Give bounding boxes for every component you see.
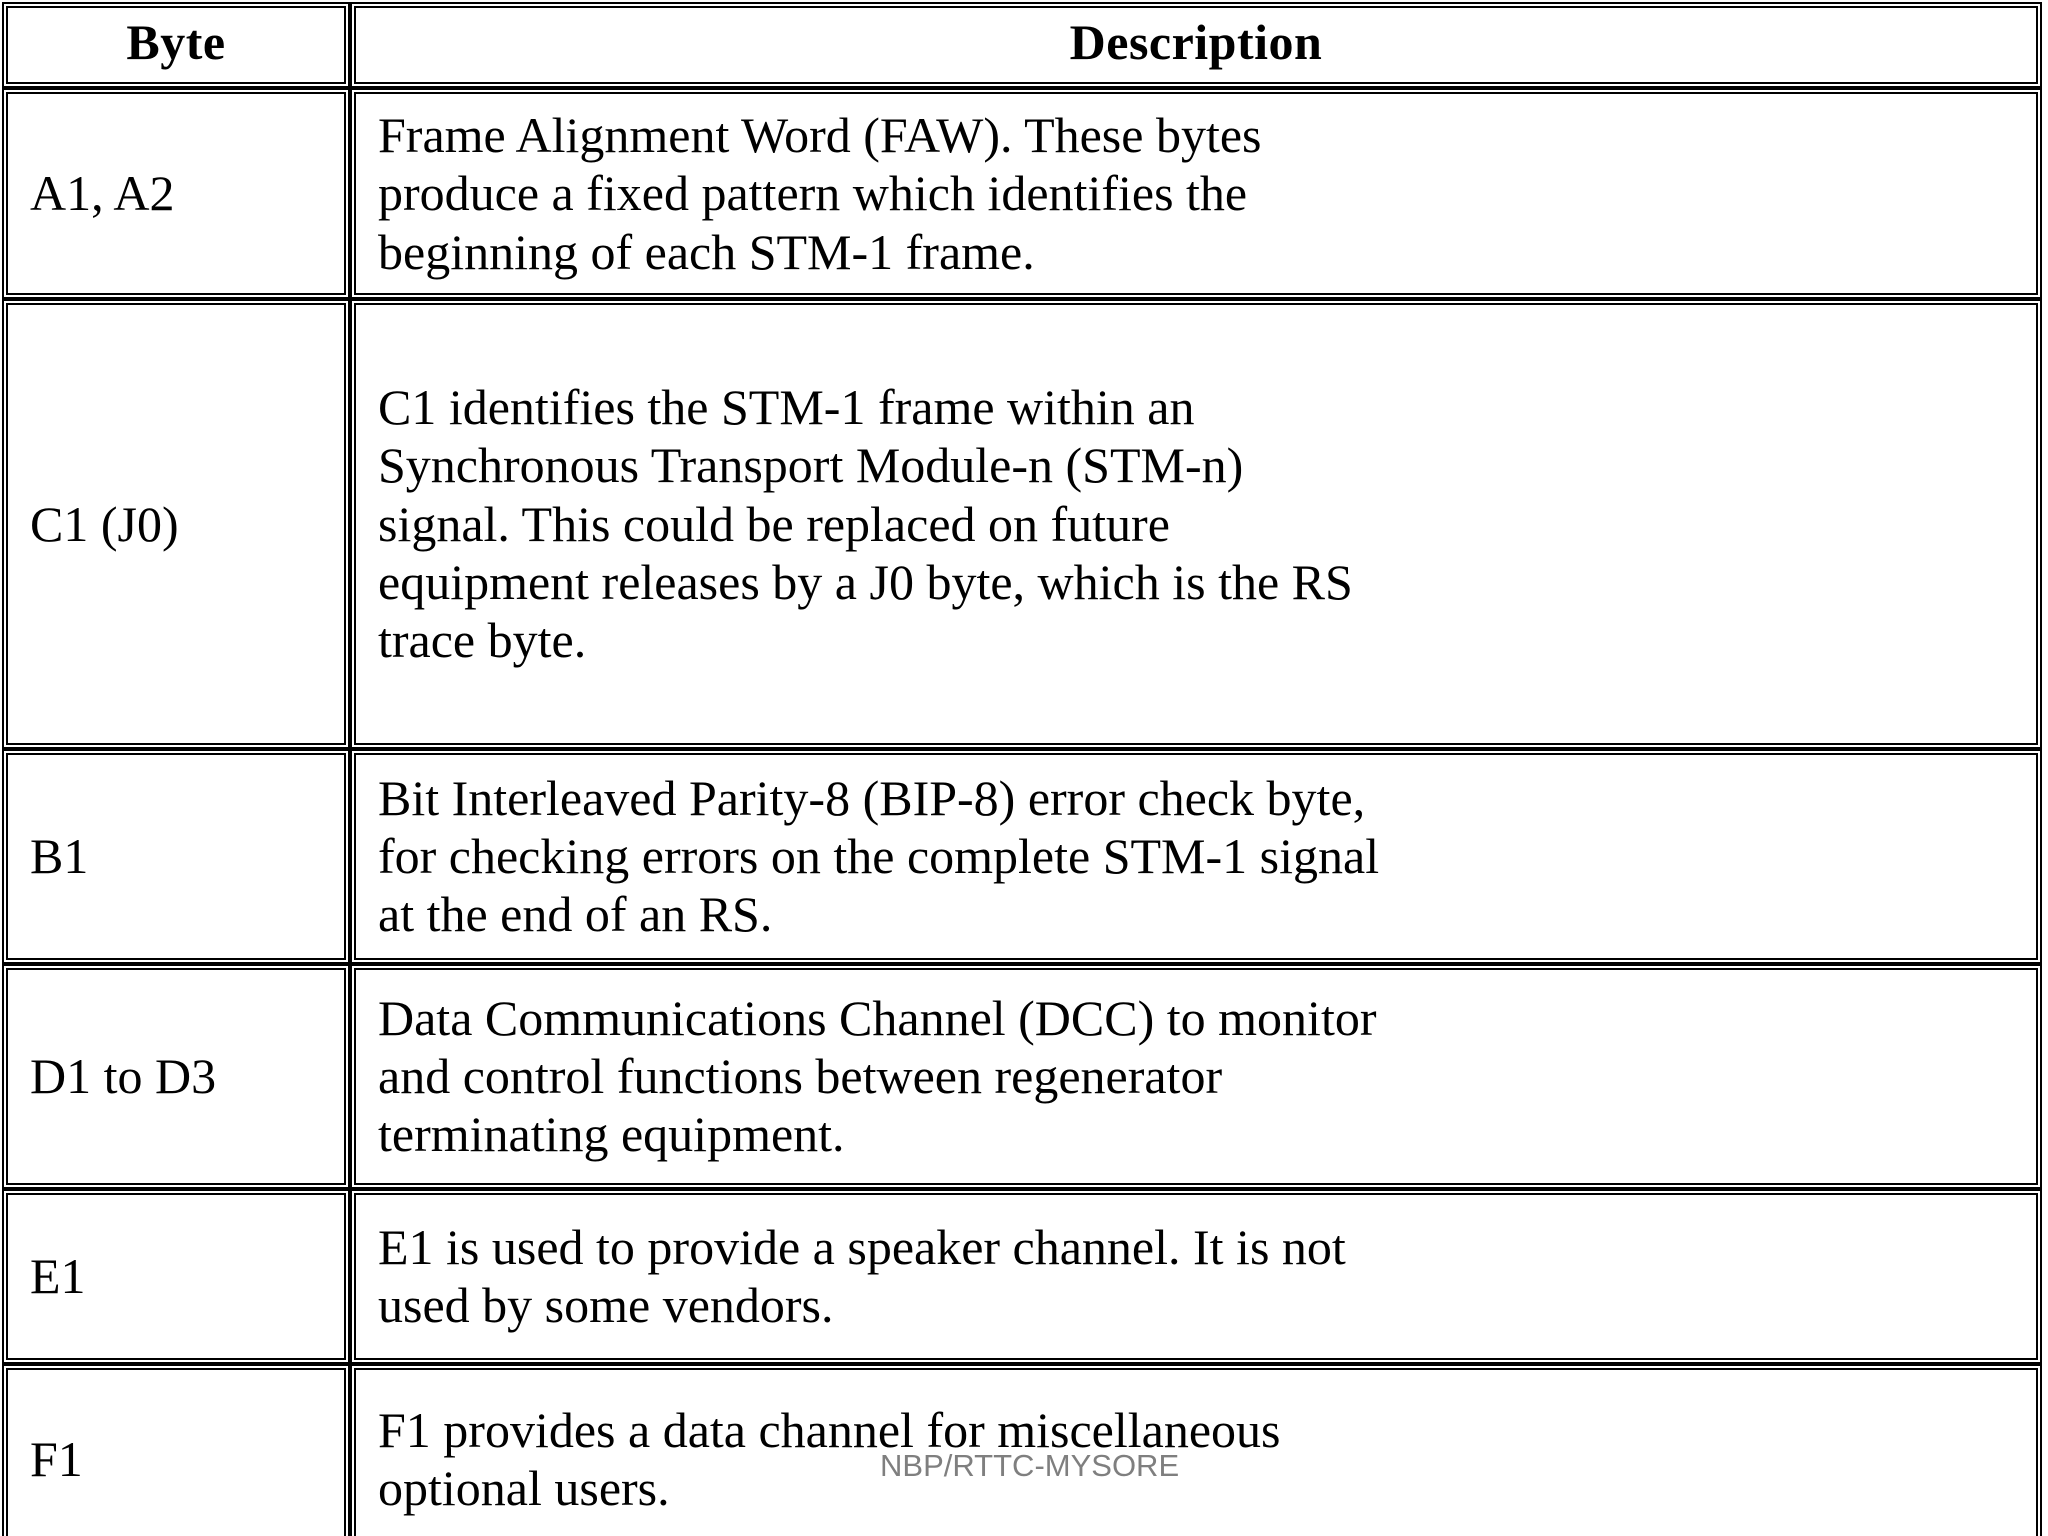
description-line: terminating equipment.: [378, 1106, 845, 1163]
description-line: Data Communications Channel (DCC) to mon…: [378, 989, 1377, 1046]
description-text: E1 is used to provide a speaker channel.…: [356, 1206, 2036, 1347]
description-line: E1 is used to provide a speaker channel.…: [378, 1219, 1346, 1275]
description-line: and control functions between regenerato…: [378, 1048, 1223, 1105]
description-line: equipment releases by a J0 byte, which i…: [378, 553, 1353, 610]
table-row: F1 F1 provides a data channel for miscel…: [2, 1363, 2042, 1536]
description-cell: C1 identifies the STM-1 frame within an …: [350, 298, 2042, 749]
byte-label: C1 (J0): [30, 495, 179, 552]
byte-label: E1: [30, 1248, 86, 1305]
byte-label: B1: [30, 828, 89, 885]
table-row: A1, A2 Frame Alignment Word (FAW). These…: [2, 88, 2042, 299]
table-row: D1 to D3 Data Communications Channel (DC…: [2, 963, 2042, 1189]
byte-label: F1: [30, 1430, 83, 1487]
description-line: optional users.: [378, 1459, 670, 1516]
byte-cell: F1: [2, 1363, 350, 1536]
byte-cell: E1: [2, 1188, 350, 1364]
description-line: C1 identifies the STM-1 frame within an: [378, 379, 1195, 436]
table-row: B1 Bit Interleaved Parity-8 (BIP-8) erro…: [2, 748, 2042, 964]
description-line: beginning of each STM-1 frame.: [378, 223, 1035, 280]
description-cell: F1 provides a data channel for miscellan…: [350, 1363, 2042, 1536]
byte-label: A1, A2: [30, 165, 175, 222]
byte-cell: B1: [2, 748, 350, 964]
description-line: Synchronous Transport Module-n (STM-n): [378, 437, 1244, 494]
description-text: Frame Alignment Word (FAW). These bytes …: [356, 94, 2036, 293]
column-header-byte: Byte: [2, 2, 350, 88]
description-line: at the end of an RS.: [378, 886, 773, 943]
byte-cell: C1 (J0): [2, 298, 350, 749]
description-line: Frame Alignment Word (FAW). These bytes: [378, 107, 1262, 163]
description-cell: E1 is used to provide a speaker channel.…: [350, 1188, 2042, 1364]
description-text: C1 identifies the STM-1 frame within an …: [356, 366, 2036, 681]
byte-label: D1 to D3: [30, 1048, 217, 1105]
column-header-byte-label: Byte: [126, 14, 226, 70]
byte-cell: A1, A2: [2, 88, 350, 299]
description-line: signal. This could be replaced on future: [378, 495, 1170, 552]
table-row: E1 E1 is used to provide a speaker chann…: [2, 1188, 2042, 1364]
column-header-description: Description: [350, 2, 2042, 88]
description-text: F1 provides a data channel for miscellan…: [356, 1389, 2036, 1530]
description-cell: Bit Interleaved Parity-8 (BIP-8) error c…: [350, 748, 2042, 964]
column-header-description-label: Description: [1069, 14, 1323, 70]
description-line: Bit Interleaved Parity-8 (BIP-8) error c…: [378, 769, 1366, 826]
description-line: produce a fixed pattern which identifies…: [378, 165, 1248, 222]
table-header: Byte Description: [2, 2, 2042, 88]
byte-cell: D1 to D3: [2, 963, 350, 1189]
description-text: Data Communications Channel (DCC) to mon…: [356, 977, 2036, 1176]
description-cell: Frame Alignment Word (FAW). These bytes …: [350, 88, 2042, 299]
description-cell: Data Communications Channel (DCC) to mon…: [350, 963, 2042, 1189]
description-line: F1 provides a data channel for miscellan…: [378, 1401, 1281, 1458]
table-header-row: Byte Description: [2, 2, 2042, 88]
description-line: for checking errors on the complete STM-…: [378, 828, 1380, 885]
description-text: Bit Interleaved Parity-8 (BIP-8) error c…: [356, 757, 2036, 956]
table-body: A1, A2 Frame Alignment Word (FAW). These…: [2, 88, 2042, 1536]
description-line: trace byte.: [378, 612, 587, 669]
table-row: C1 (J0) C1 identifies the STM-1 frame wi…: [2, 298, 2042, 749]
description-line: used by some vendors.: [378, 1277, 834, 1334]
